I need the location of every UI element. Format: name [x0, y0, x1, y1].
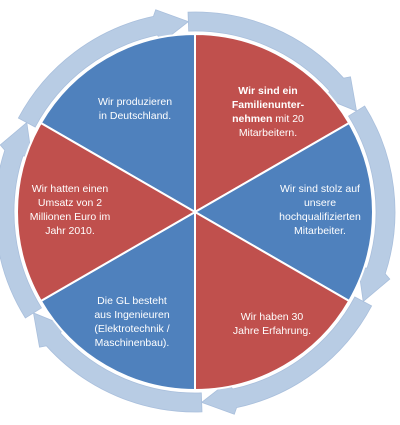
- segment-text-run: Die GL besteht: [97, 295, 167, 307]
- segment-text-run: nehmen: [232, 113, 272, 125]
- segment-text-run: Wir hatten einen: [32, 183, 109, 195]
- segment-labels: Wir produzieren in Deutschland. Wir sind e…: [30, 85, 361, 349]
- pie-segments: [16, 33, 374, 391]
- segment-left: [16, 122, 196, 302]
- segment-text-run: Wir haben 30: [241, 311, 304, 323]
- segment-bottom-right: [194, 211, 351, 391]
- segment-text-run: Mitarbeitern.: [239, 127, 297, 139]
- cycle-arrows: [0, 9, 396, 415]
- segment-text-bottom-right: Wir haben 30 Jahre Erfahrung.: [233, 311, 311, 337]
- cycle-arrow: [347, 105, 396, 303]
- segment-right: [194, 122, 374, 302]
- segment-text-run: hochqualifizierten: [279, 211, 361, 223]
- segment-text-run: Jahre Erfahrung.: [233, 325, 311, 337]
- cycle-arrow: [17, 9, 190, 128]
- segment-bottom-left: [39, 211, 196, 391]
- segment-text-run: in Deutschland.: [99, 110, 171, 122]
- segment-text-run: Familienunter-: [232, 99, 305, 111]
- segment-text-run: unsere: [304, 197, 336, 209]
- cycle-arrow: [0, 121, 43, 319]
- segment-text-run: Maschinenbau).: [95, 337, 170, 349]
- cycle-arrow: [32, 312, 203, 413]
- segment-text-run: Wir sind stolz auf: [280, 183, 360, 195]
- segment-text-run: aus Ingenieuren: [94, 309, 169, 321]
- segment-text-run: Mitarbeiter.: [294, 225, 346, 237]
- segment-text-run: Millionen Euro im: [30, 211, 111, 223]
- segment-text-run: Wir produzieren: [98, 96, 172, 108]
- segment-text-right: Wir sind stolz auf unsere hochqualifiziert…: [279, 183, 361, 237]
- segment-top-right: [194, 33, 351, 213]
- segment-text-top-left: Wir produzieren in Deutschland.: [98, 96, 172, 122]
- cycle-arrow: [200, 296, 373, 415]
- segment-text-run: Jahr 2010.: [45, 225, 95, 237]
- segment-text-bottom-left: Die GL besteht aus Ingenieuren (Elektrotec…: [94, 295, 169, 349]
- segment-text-run: Wir sind ein: [238, 85, 297, 97]
- segment-text-run: mit 20: [272, 113, 304, 125]
- segment-top-left: [39, 33, 196, 213]
- cycle-arrow: [187, 11, 358, 112]
- segment-text-run: Umsatz von 2: [38, 197, 102, 209]
- segment-text-run: (Elektrotechnik /: [94, 323, 169, 335]
